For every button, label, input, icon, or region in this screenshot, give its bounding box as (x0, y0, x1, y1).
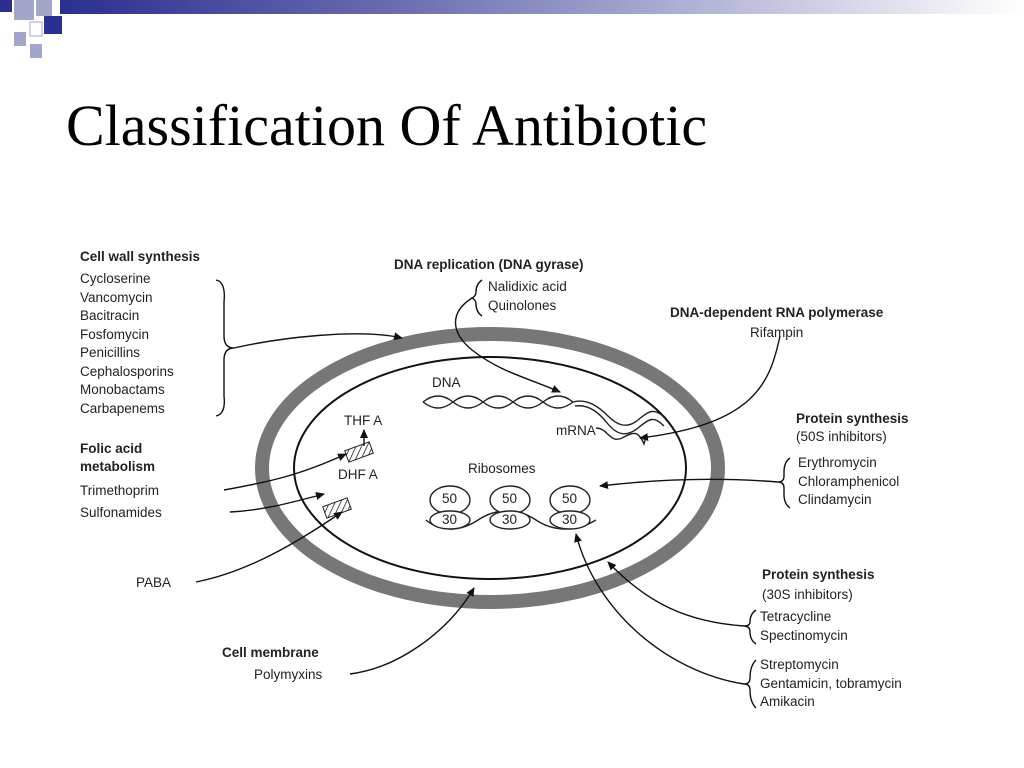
bacterial-cell-graphic (195, 279, 791, 709)
arrow-protein-50s (599, 478, 779, 490)
list-item: Tetracycline (760, 609, 832, 624)
list-item: Vancomycin (80, 289, 153, 305)
cell-wall-heading: Cell wall synthesis (80, 249, 201, 264)
dna-replication-bracket (470, 279, 483, 317)
list-item: Quinolones (488, 297, 557, 313)
mrna-strand (595, 427, 647, 447)
protein-50s-heading: Protein synthesis (796, 411, 909, 426)
list-item: Monobactams (80, 382, 165, 397)
arrow-polymyxins (349, 587, 475, 675)
arrow-rna-polymerase (639, 335, 781, 442)
dna-helix (422, 395, 667, 435)
protein-30s-subheading: (30S inhibitors) (762, 587, 853, 602)
cell-membrane-heading: Cell membrane (222, 645, 319, 660)
list-item: Clindamycin (798, 492, 872, 507)
list-item: Chloramphenicol (798, 473, 900, 489)
list-item: Gentamicin, tobramycin (760, 675, 902, 691)
mrna-label: mRNA (556, 423, 596, 438)
rna-polymerase-heading: DNA-dependent RNA polymerase (670, 305, 884, 320)
cell-membrane-ring (293, 356, 687, 580)
cell-wall-bracket (215, 279, 235, 417)
protein-50s-bracket (777, 457, 791, 509)
protein-30s-bracket-1 (743, 609, 757, 645)
list-item: Erythromycin (798, 455, 877, 470)
dhf-label: DHF A (338, 467, 378, 482)
protein-50s-subheading: (50S inhibitors) (796, 429, 887, 444)
list-item: Streptomycin (760, 657, 839, 672)
arrow-trimethoprim (223, 453, 347, 491)
ribosome-large-label-3: 50 (562, 491, 578, 506)
arrow-sulfonamides (229, 492, 325, 513)
ribosome-small-1 (429, 510, 471, 530)
protein-30s-heading: Protein synthesis (762, 567, 875, 582)
slide-corner-decoration (0, 0, 1024, 64)
list-item: Penicillins (80, 345, 141, 360)
protein-30s-group1-list: Tetracycline Spectinomycin (760, 608, 848, 645)
ribosome-chain (425, 485, 597, 530)
arrow-paba (195, 511, 343, 583)
dna-replication-drug-list: Nalidixic acid Quinolones (488, 278, 567, 315)
protein-30s-group2-list: Streptomycin Gentamicin, tobramycin Amik… (760, 656, 902, 712)
thf-label: THF A (344, 413, 383, 428)
dna-replication-heading: DNA replication (DNA gyrase) (394, 257, 584, 272)
slide-title: Classification Of Antibiotic (66, 93, 708, 158)
rifampin-label: Rifampin (750, 325, 804, 340)
folic-acid-heading-line2: metabolism (80, 459, 156, 474)
arrow-cell-wall (233, 332, 403, 349)
arrow-protein-30s (607, 561, 745, 627)
cell-wall-drug-list: Cycloserine Vancomycin Bacitracin Fosfom… (80, 270, 174, 418)
list-item: Cycloserine (80, 271, 151, 286)
corner-squares-graphic (0, 0, 1024, 58)
arrow-dna-replication (455, 297, 561, 393)
paba-label: PABA (136, 575, 172, 590)
ribosome-large-label-2: 50 (502, 491, 518, 506)
sulfonamides-label: Sulfonamides (80, 505, 162, 520)
thf-dhf-enzyme-box-1 (344, 441, 374, 463)
list-item: Nalidixic acid (488, 279, 567, 294)
polymyxins-label: Polymyxins (254, 667, 323, 682)
arrow-aminoglycosides (574, 533, 745, 685)
list-item: Carbapenems (80, 400, 165, 416)
list-item: Bacitracin (80, 308, 140, 323)
ribosome-small-label-3: 30 (562, 512, 578, 527)
antibiotic-target-diagram: Cell wall synthesis Cycloserine Vancomyc… (48, 232, 964, 732)
list-item: Spectinomycin (760, 627, 848, 643)
target-arrows (195, 297, 781, 685)
ribosome-small-label-1: 30 (442, 512, 458, 527)
ribosome-small-label-2: 30 (502, 512, 518, 527)
ribosomes-label: Ribosomes (468, 461, 536, 476)
trimethoprim-label: Trimethoprim (80, 483, 160, 498)
dna-label: DNA (432, 375, 461, 390)
folic-acid-heading-line1: Folic acid (80, 441, 143, 456)
ribosome-small-2 (489, 510, 531, 530)
list-item: Cephalosporins (80, 363, 174, 379)
protein-50s-drug-list: Erythromycin Chloramphenicol Clindamycin (798, 454, 899, 510)
list-item: Amikacin (760, 694, 815, 709)
cell-wall-ring (255, 327, 725, 609)
protein-30s-bracket-2 (743, 659, 757, 709)
list-item: Fosfomycin (80, 326, 150, 342)
ribosome-small-3 (549, 510, 591, 530)
ribosome-large-label-1: 50 (442, 491, 458, 506)
